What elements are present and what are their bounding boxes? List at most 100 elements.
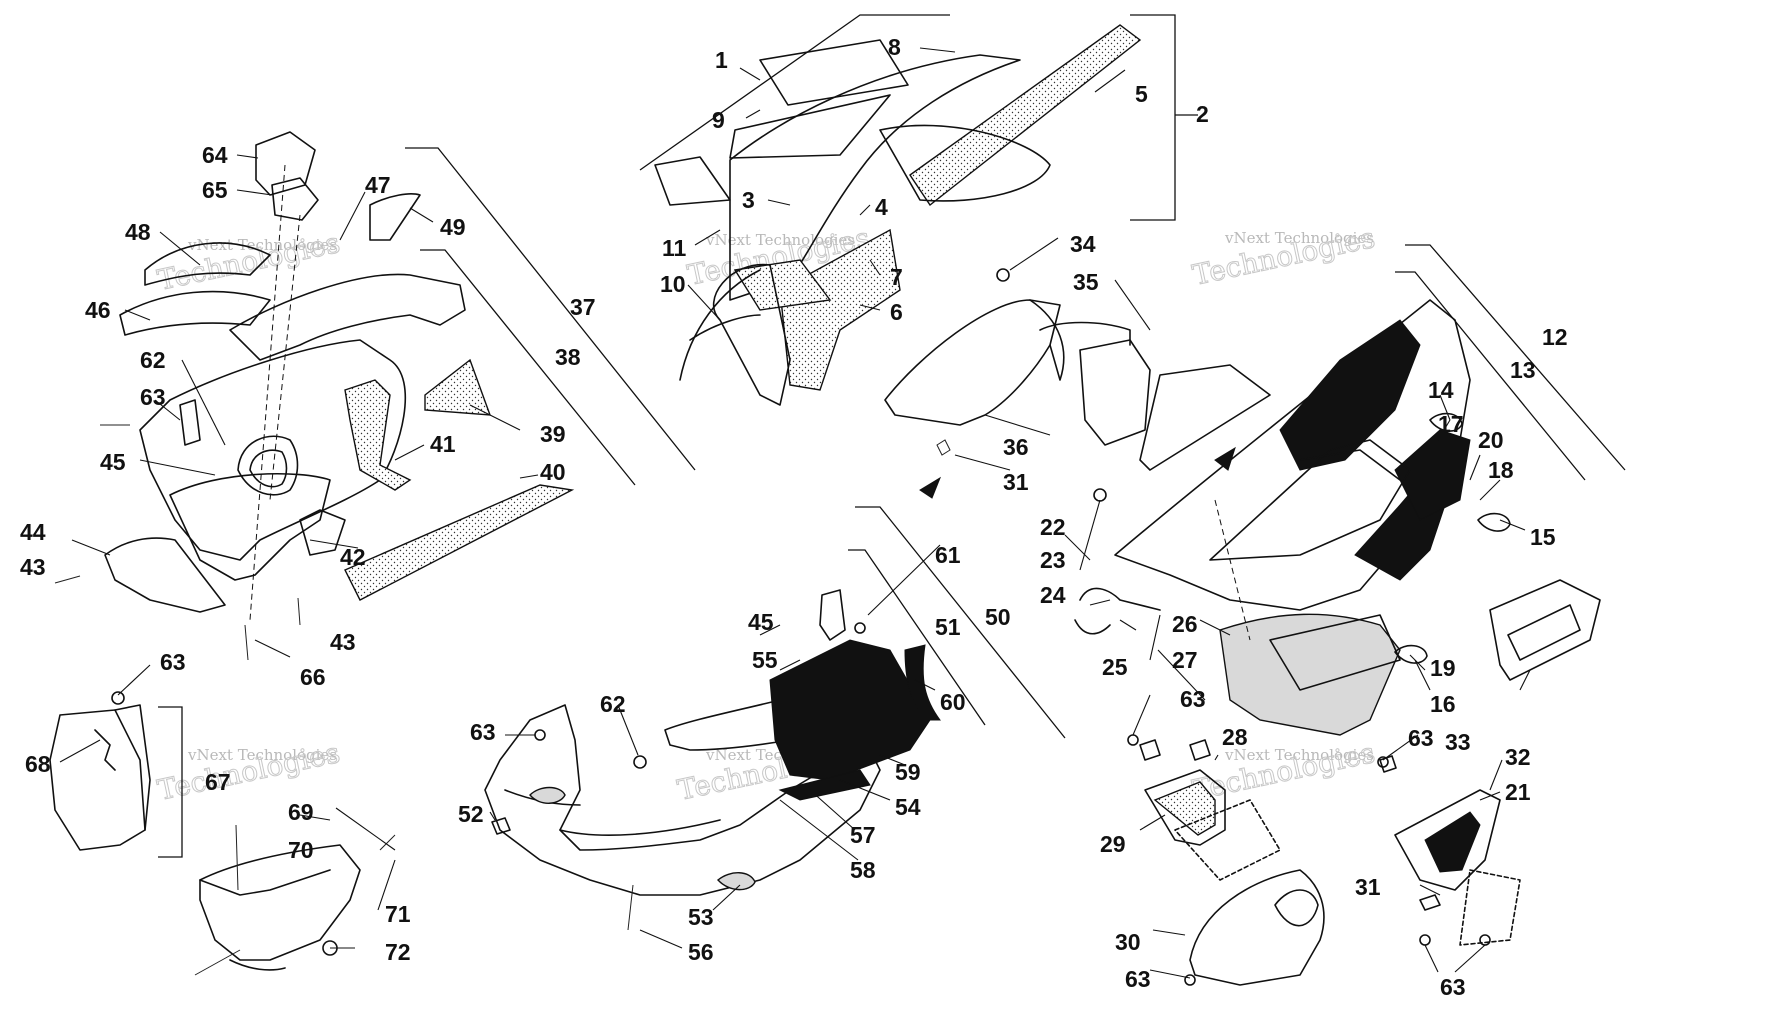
callout-63f: 63 xyxy=(1125,966,1151,992)
side-vent-part xyxy=(1394,789,1501,891)
callout-55: 55 xyxy=(752,647,778,673)
callout-42: 42 xyxy=(340,544,366,570)
belly-pan-part xyxy=(484,704,881,896)
panel-part xyxy=(1139,364,1271,471)
callout-56: 56 xyxy=(688,939,714,965)
callout-9: 9 xyxy=(712,107,725,133)
callout-19: 19 xyxy=(1430,655,1456,681)
fastener-part xyxy=(1479,934,1491,946)
panel-part xyxy=(1039,321,1131,346)
callout-1: 1 xyxy=(715,47,728,73)
bracket-38 xyxy=(420,249,636,486)
callout-28: 28 xyxy=(1222,724,1248,750)
hood-part xyxy=(879,124,1051,202)
callout-35: 35 xyxy=(1073,269,1099,295)
fastener-part xyxy=(491,817,511,835)
guard-part xyxy=(199,844,361,961)
windshield-part xyxy=(729,94,891,159)
fastener-part xyxy=(1377,756,1389,768)
panel-part xyxy=(884,299,1061,426)
callout-36: 36 xyxy=(1003,434,1029,460)
side-panel-vent xyxy=(1489,579,1601,681)
callout-7: 7 xyxy=(890,264,903,290)
fastener-part xyxy=(297,597,301,626)
lower-duct xyxy=(1189,869,1325,986)
callout-16: 16 xyxy=(1430,691,1456,717)
side-panel-trim xyxy=(1299,449,1401,481)
callout-40: 40 xyxy=(540,459,566,485)
side-panel-lower xyxy=(1269,614,1401,691)
guard-rail xyxy=(194,949,241,976)
callout-14: 14 xyxy=(1428,377,1454,403)
callout-70: 70 xyxy=(288,837,314,863)
decal-part xyxy=(369,193,421,241)
callout-17: 17 xyxy=(1438,411,1464,437)
callout-26: 26 xyxy=(1172,611,1198,637)
panel-part xyxy=(1079,339,1151,446)
nose-rim-part xyxy=(237,435,299,496)
callout-12: 12 xyxy=(1542,324,1568,350)
grommet-part xyxy=(1394,644,1428,664)
skid-part xyxy=(94,729,116,771)
callout-51: 51 xyxy=(935,614,961,640)
callout-6: 6 xyxy=(890,299,903,325)
callout-69: 69 xyxy=(288,799,314,825)
callout-71: 71 xyxy=(385,901,411,927)
skid-part xyxy=(49,709,146,851)
bracket-part xyxy=(271,177,319,221)
leader-lines xyxy=(59,47,1531,979)
fastener-part xyxy=(996,268,1010,282)
side-panel-assembly xyxy=(884,268,1271,499)
nose-upper-part xyxy=(229,273,466,361)
decal-part xyxy=(144,242,271,286)
callout-11: 11 xyxy=(662,235,687,261)
belly-pan-part xyxy=(559,819,721,836)
callout-13: 13 xyxy=(1510,357,1536,383)
fastener-part xyxy=(54,575,81,584)
side-panel-graphic xyxy=(778,769,871,801)
foam-part xyxy=(344,379,412,491)
callout-57: 57 xyxy=(850,822,876,848)
cable-part xyxy=(1074,619,1111,635)
callout-62b: 62 xyxy=(600,691,626,717)
fastener-part xyxy=(1379,755,1397,773)
callout-68: 68 xyxy=(25,751,51,777)
callout-31a: 31 xyxy=(1003,469,1029,495)
callout-47: 47 xyxy=(365,172,391,198)
fastener-part xyxy=(633,755,647,769)
assembly-brackets xyxy=(158,14,1626,858)
axis-line xyxy=(1214,499,1251,641)
callout-29: 29 xyxy=(1100,831,1126,857)
fastener-part xyxy=(936,439,951,456)
arrow-marker xyxy=(919,476,942,499)
vent-grille-mesh xyxy=(1153,781,1216,836)
callout-15: 15 xyxy=(1530,524,1556,550)
side-panel-graphic xyxy=(1394,429,1471,521)
callout-31b: 31 xyxy=(1355,874,1381,900)
fastener-part xyxy=(244,624,249,661)
windshield-part xyxy=(654,156,731,206)
callout-63c: 63 xyxy=(470,719,496,745)
callout-49: 49 xyxy=(440,214,466,240)
panel-part xyxy=(1029,299,1065,381)
callout-53: 53 xyxy=(688,904,714,930)
foam-part xyxy=(779,228,901,391)
lower-duct-inner xyxy=(1274,889,1319,927)
callouts: 1 2 3 4 5 6 7 8 9 10 11 12 13 14 15 16 1… xyxy=(20,34,1568,1000)
bracket-13 xyxy=(1395,271,1586,481)
callout-43a: 43 xyxy=(20,554,46,580)
callout-8: 8 xyxy=(888,34,901,60)
callout-52: 52 xyxy=(458,801,484,827)
side-panel-trim xyxy=(1209,439,1411,561)
belly-pan-pad xyxy=(716,872,756,891)
seat-strip-part xyxy=(909,24,1142,207)
callout-63d: 63 xyxy=(1180,686,1206,712)
windshield-edge xyxy=(679,269,761,381)
callout-18: 18 xyxy=(1488,457,1514,483)
callout-50: 50 xyxy=(985,604,1011,630)
callout-67: 67 xyxy=(205,769,231,795)
side-panel-graphic xyxy=(1279,319,1421,471)
fastener-part xyxy=(235,824,239,891)
callout-39: 39 xyxy=(540,421,566,447)
